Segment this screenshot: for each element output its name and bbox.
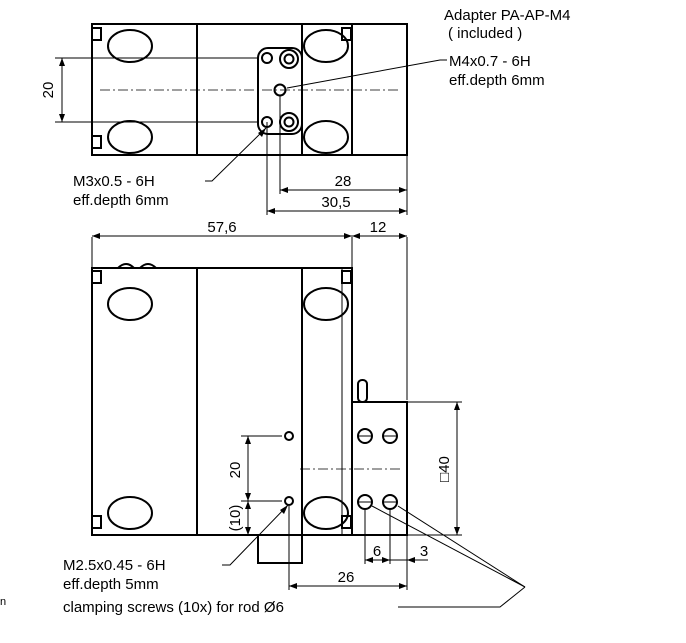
adapter-hole-large-2-inner: [283, 116, 295, 128]
dim-12-arrow-1: [352, 233, 360, 239]
dim-12-arrow-2: [399, 233, 407, 239]
top-body-outline: [91, 23, 408, 156]
dim-57-6: 57,6: [207, 219, 236, 236]
front-body-outline: [91, 267, 353, 536]
dim-6: 6: [373, 543, 381, 560]
top-view: 20 28 30,5: [40, 23, 447, 215]
dim-30-5: 30,5: [321, 194, 350, 211]
leader-m3-arrow: [258, 128, 266, 137]
bot-10-arrow-1: [245, 501, 251, 509]
m25-thread-label: M2.5x0.45 - 6H: [63, 557, 166, 574]
dim-bot-10: (10): [227, 505, 244, 532]
top-bore-2: [107, 120, 153, 154]
dim-30-5-arrow-2: [399, 208, 407, 214]
clamp-pin: [357, 379, 368, 403]
leader-m25: [222, 504, 289, 566]
adapter-title: Adapter PA-AP-M4: [444, 7, 570, 24]
front-bump-2: [139, 263, 157, 269]
leader-m3: [205, 127, 267, 182]
bot-20-arrow-2: [245, 493, 251, 501]
top-20-arrow-2: [59, 114, 65, 122]
front-corner-square-3: [341, 270, 352, 284]
dim-28-arrow-2: [399, 187, 407, 193]
dim-26: 26: [338, 569, 355, 586]
leader-m25-arrow: [280, 505, 288, 514]
edge-text-fragment: n: [0, 596, 6, 608]
clamp-screw-4: [382, 494, 398, 510]
bot-10-arrow-2: [245, 527, 251, 535]
front-view: 57,6 12: [91, 219, 526, 608]
top-20-arrow-1: [59, 58, 65, 66]
dim-6-arrow-2: [382, 557, 390, 563]
front-bore-4: [303, 496, 349, 530]
dim-28: 28: [335, 173, 352, 190]
top-dim-20: 20: [40, 82, 57, 99]
leader-clamping-base: [398, 586, 526, 608]
clamp-screw-2: [382, 428, 398, 444]
adapter-hole-small-1: [261, 52, 273, 64]
dim-26-arrow-2: [399, 583, 407, 589]
dim-30-5-arrow-1: [267, 208, 275, 214]
dim-57-6-arrow-1: [92, 233, 100, 239]
dim-57-6-arrow-2: [344, 233, 352, 239]
clamp-block: [351, 401, 408, 536]
adapter-hole-large-1: [279, 49, 299, 69]
top-bore-4: [303, 120, 349, 154]
front-bore-1: [107, 287, 153, 321]
m4-depth-label: eff.depth 6mm: [449, 72, 545, 89]
top-corner-square-1: [91, 27, 102, 41]
leader-clamping-2: [371, 505, 526, 588]
m25-hole-1: [284, 431, 294, 441]
sq40-arrow-1: [454, 402, 460, 410]
front-bore-3: [303, 287, 349, 321]
adapter-hole-large-1-inner: [283, 53, 295, 65]
dim-28-arrow-1: [280, 187, 288, 193]
m3-depth-label: eff.depth 6mm: [73, 192, 169, 209]
leader-m4: [286, 59, 447, 89]
dim-sq40: □40: [436, 456, 453, 482]
sq40-arrow-2: [454, 527, 460, 535]
dim-6-arrow-1: [365, 557, 373, 563]
adapter-included: ( included ): [448, 25, 522, 42]
bottom-stub: [257, 534, 303, 564]
front-bump-1: [117, 263, 135, 269]
dim-12: 12: [370, 219, 387, 236]
clamping-screws-label: clamping screws (10x) for rod Ø6: [63, 599, 284, 616]
bot-20-arrow-1: [245, 436, 251, 444]
leader-clamping-1: [397, 505, 526, 588]
m3-thread-label: M3x0.5 - 6H: [73, 173, 155, 190]
m25-depth-label: eff.depth 5mm: [63, 576, 159, 593]
top-corner-square-2: [91, 135, 102, 149]
dim-3: 3: [420, 543, 428, 560]
front-bore-2: [107, 496, 153, 530]
clamp-screw-1: [357, 428, 373, 444]
dim-3-arrow: [407, 557, 415, 563]
dim-bot-20: 20: [227, 462, 244, 479]
dim-26-arrow-1: [289, 583, 297, 589]
front-corner-square-2: [91, 515, 102, 529]
clamp-screw-3: [357, 494, 373, 510]
top-bore-1: [107, 29, 153, 63]
front-corner-square-1: [91, 270, 102, 284]
top-bore-3: [303, 29, 349, 63]
m25-hole-2: [284, 496, 294, 506]
m4-thread-label: M4x0.7 - 6H: [449, 53, 531, 70]
